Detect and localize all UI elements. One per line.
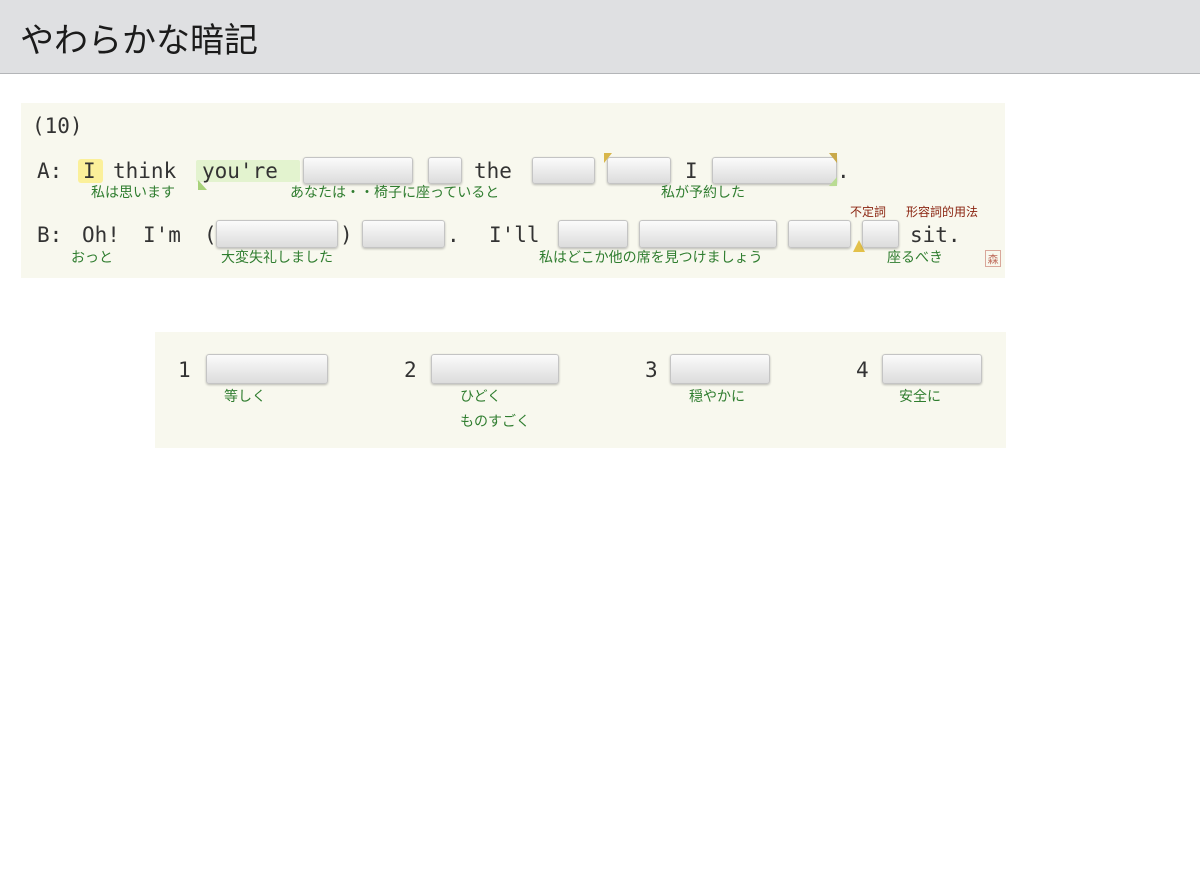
answer-blank[interactable] [532,157,595,184]
gloss-b-3: 私はどこか他の席を見つけましょう [539,250,763,266]
answer-blank[interactable] [428,157,462,184]
line-a-period: . [837,159,850,183]
choice-3-number: 3 [645,358,658,382]
line-a-speaker: A: [37,159,63,183]
answer-blank[interactable] [362,220,445,248]
line-b-word-oh[interactable]: Oh! [82,223,120,247]
line-a-word-youre[interactable]: you're [202,159,278,183]
grammar-note-adjectival: 形容詞的用法 [906,205,979,219]
question-panel [21,103,1005,278]
choice-3-blank[interactable] [670,354,770,384]
line-a-word-i2[interactable]: I [685,159,698,183]
line-b-word-ill[interactable]: I'll [489,223,540,247]
choice-2-gloss: ひどく [460,389,502,405]
question-number: (10) [32,114,83,138]
gloss-a-1: 私は思います [91,185,175,201]
answer-blank[interactable] [558,220,628,248]
answer-blank[interactable] [303,157,413,184]
stamp-icon: 森 [985,250,1001,267]
answer-blank[interactable] [639,220,777,248]
gloss-a-3: 私が予約した [661,185,745,201]
choices-panel [155,332,1006,448]
choice-2-number: 2 [404,358,417,382]
answer-blank[interactable] [862,220,899,248]
choice-1-blank[interactable] [206,354,328,384]
choice-1-number: 1 [178,358,191,382]
line-a-word-think[interactable]: think [113,159,177,183]
gloss-b-2: 大変失礼しました [221,250,333,266]
grammar-note-infinitive: 不定詞 [850,205,887,219]
line-b-paren-close: ) [340,223,353,247]
answer-blank[interactable] [607,157,671,184]
line-b-period: . [447,223,460,247]
line-a-word-i[interactable]: I [83,159,96,183]
answer-blank[interactable] [216,220,338,248]
gloss-b-1: おっと [71,250,113,266]
choice-3-gloss: 穏やかに [689,389,745,405]
choice-4-blank[interactable] [882,354,982,384]
answer-blank[interactable] [712,157,837,184]
choice-2-blank[interactable] [431,354,559,384]
line-b-speaker: B: [37,223,63,247]
marker-icon [829,153,837,163]
choice-2-gloss-2: ものすごく [460,414,530,430]
highlight-i [78,159,103,183]
gloss-b-4: 座るべき [887,250,943,266]
app-header: やわらかな暗記 [0,0,1200,74]
choice-1-gloss: 等しく [224,389,266,405]
answer-blank[interactable] [788,220,851,248]
app-title: やわらかな暗記 [20,21,258,61]
choice-4-gloss: 安全に [899,389,941,405]
marker-icon [604,153,612,163]
gloss-a-2: あなたは・・椅子に座っていると [290,185,500,201]
line-a-word-the[interactable]: the [474,159,512,183]
highlight-youre [196,160,300,182]
line-b-word-im[interactable]: I'm [143,223,181,247]
line-b-paren-open: ( [204,223,217,247]
marker-icon [198,180,207,190]
marker-icon [829,177,837,186]
choice-4-number: 4 [856,358,869,382]
line-b-word-sit[interactable]: sit. [910,223,961,247]
